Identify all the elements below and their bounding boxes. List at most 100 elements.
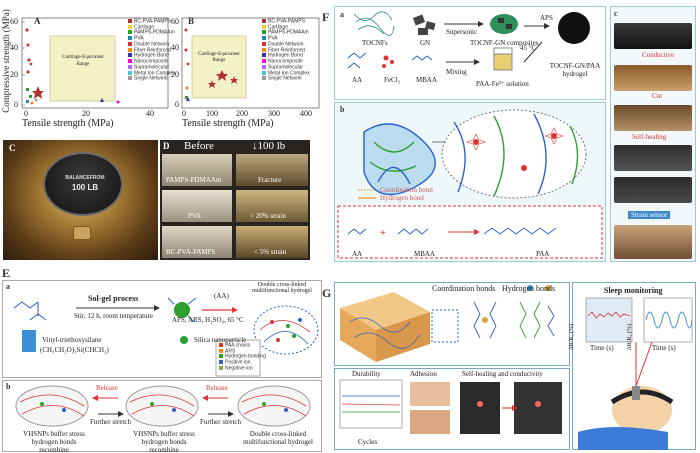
panel-f-a-label: a: [340, 10, 344, 19]
e-solgel: Sol-gel process: [88, 294, 139, 303]
legend-item: Single Network: [262, 76, 310, 82]
panel-f-c-label: c: [614, 9, 618, 18]
legend-item: PAMPS-PDMAAm: [262, 30, 310, 36]
panel-a-ylabel: Compressive strength (MPa): [1, 9, 11, 113]
network-blob: [363, 123, 436, 196]
e-vinyl: Vinyl-triethoxysilane: [42, 336, 102, 344]
svg-text:+: +: [380, 228, 386, 239]
arrow-down-icon: ↓: [252, 140, 258, 152]
g-xlabel-1: Time (s): [590, 344, 614, 352]
f-gn: GN: [420, 39, 431, 47]
legend-item: Cartilage: [262, 24, 310, 31]
e-legend: PAA chains ARS Hydrogen bonding Positive…: [219, 343, 266, 372]
c-photo-1: [614, 23, 692, 49]
panel-g-top-box: [334, 282, 570, 366]
tocnf-fibers: [353, 11, 395, 36]
panel-b-xtick-100: 100: [206, 109, 218, 118]
g-sleep: Sleep monitoring: [604, 286, 663, 295]
f-coord: Coordination bond: [380, 186, 433, 194]
panel-d-row3: BC-PVA-PAMPS: [166, 248, 216, 256]
f-supersonic: Supersonic: [446, 28, 478, 36]
legend-item: Hydrogen bonding: [219, 354, 266, 360]
e-cond: APS, ARS, H₂SO₄, 65 °C: [172, 316, 244, 324]
panel-d-label: D: [163, 141, 170, 151]
network-3: [237, 385, 311, 427]
panel-d-photo: D Before ↓100 lb PAMPS-PDMAAm Fracture P…: [160, 140, 310, 260]
panel-e-b-label: b: [6, 382, 11, 391]
panel-c-text1: BALANCEFROM: [65, 175, 105, 181]
f-aps: APS: [540, 14, 553, 22]
g-hbond: Hydrogen bonds: [502, 284, 556, 293]
panel-b-ytick-60: 60: [171, 17, 179, 26]
weight-disc: [43, 152, 123, 216]
panel-b-ytick-20: 20: [171, 70, 179, 79]
f-hbond: Hydrogen bond: [380, 194, 424, 202]
panel-d-before: Before: [184, 140, 214, 152]
legend-item: Fiber Reinforced: [262, 47, 310, 54]
panel-a: A Cartilage-Equivalent Range 60 40 20 0 …: [0, 0, 175, 140]
d-row2-right: [236, 190, 308, 222]
legend-item: Double Network: [128, 42, 176, 48]
legend-item: Negative ion: [219, 366, 266, 372]
d-row1-right: [236, 154, 308, 186]
panel-a-legend: BC-PVA-PAMPS Cartilage PAMPS-PDMAAm PVA …: [128, 19, 176, 82]
legend-item: Positive ion: [219, 360, 266, 366]
panel-c-photo: BALANCEFROM 100 LB C: [3, 140, 158, 260]
panel-a-xtick-0: 0: [24, 109, 28, 118]
panel-a-ytick-60: 60: [10, 17, 18, 26]
e-hydrogel: Double cross-linked multifunctional hydr…: [252, 282, 312, 294]
fecl3: [382, 55, 394, 68]
f-temp: 45 °C: [520, 44, 537, 52]
e-formula: (CH₃CH₂O)₃Si(CHCH₂): [40, 346, 109, 354]
panel-f-b-label: b: [340, 105, 345, 114]
c-photo-2: [614, 65, 692, 91]
panel-e-b-diagram: [15, 385, 311, 427]
panel-a-ytick-20: 20: [10, 70, 18, 79]
g-adhesion: Adhesion: [410, 370, 437, 378]
e-release1: Release: [96, 384, 118, 392]
panel-g-bottom: [339, 379, 562, 434]
panel-a-label: A: [34, 16, 41, 26]
panel-g-label: G: [322, 286, 332, 300]
panel-d-row2b: > 20% strain: [250, 212, 286, 220]
panel-b: B Cartilage-Equivalent Range 60 40 20 0 …: [168, 0, 323, 140]
legend-item: Fiber Reinforced: [128, 47, 176, 54]
mbaa: [411, 55, 433, 61]
c-photo-6: [614, 225, 692, 259]
g-coord: Coordination bonds: [432, 284, 496, 293]
panel-f: F a TOCNFs GN Supersonic TOCNF-GN compos…: [322, 6, 698, 262]
panel-a-xtick-20: 20: [82, 109, 90, 118]
g-selfheal: Self-healing and conducivity: [462, 370, 543, 378]
panel-b-label: B: [188, 16, 195, 26]
panel-b-xtick-300: 300: [268, 109, 280, 118]
legend-item: Metal Ion Complex: [262, 70, 310, 77]
panel-c-text2: 100 LB: [71, 183, 99, 192]
gel-cube: [340, 292, 430, 362]
legend-item: Double Network: [262, 42, 310, 48]
composite: [490, 14, 518, 34]
panel-d-row2: PVA: [188, 212, 202, 220]
f-mixing: Mixing: [446, 68, 467, 76]
d-row3-right: [236, 226, 308, 258]
e-release2: Release: [206, 384, 228, 392]
aa-molecules: [347, 52, 367, 69]
c-photo-3: [614, 105, 692, 131]
f-aa2: AA: [352, 250, 363, 258]
panel-e-b-box: [2, 380, 322, 452]
beaker: [493, 47, 513, 71]
panel-e-a-diagram: [13, 297, 319, 377]
panel-a-xtick-40: 40: [146, 109, 154, 118]
legend-item: Hydrogen Bond: [128, 53, 176, 59]
g-cycles: Cycles: [358, 438, 378, 446]
panel-g-bottom-box: [334, 368, 570, 450]
panel-b-ytick-40: 40: [171, 43, 179, 52]
bond-diagrams: [473, 301, 555, 339]
legend-item: Supramolecular: [262, 65, 310, 71]
g-xlabel-2: Time (s): [652, 344, 676, 352]
panel-b-xtick-400: 400: [300, 109, 312, 118]
e-cap1: VHSNPs buffer stress hydrogen bonds reco…: [23, 430, 85, 453]
f-selfheal: Self-healing: [632, 133, 667, 141]
panel-e-a-box: [2, 280, 322, 378]
legend-item: Cartilage: [128, 24, 176, 31]
legend-item: PVA: [262, 36, 310, 42]
